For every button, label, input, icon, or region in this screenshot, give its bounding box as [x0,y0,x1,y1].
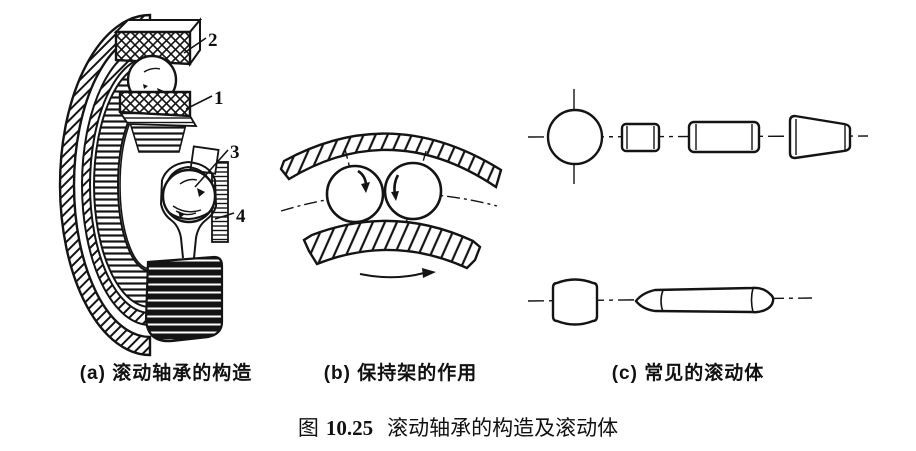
outer-race-band [279,132,503,189]
outer-ring-surface-band [58,13,152,357]
panel-a-bearing-structure-drawing: 2 1 3 4 [58,13,246,357]
part-label-2: 2 [208,30,218,51]
figure-caption-prefix: 图 [297,416,319,440]
cylindrical-roller-shape [620,122,661,153]
part-label-3: 3 [230,142,240,163]
caption-panel-c: (c) 常见的滚动体 [611,363,765,384]
barrel-roller-shape [551,278,599,326]
inner-ring-section-block [118,90,198,127]
panel-b-cage-function-drawing [279,132,503,279]
part-label-4: 4 [236,206,246,227]
cage-ball [161,168,217,224]
rotation-direction-arrow [359,268,436,279]
part-labels [183,37,235,220]
figure-caption-title: 滚动轴承的构造及滚动体 [387,416,619,440]
bottom-section-block [144,255,224,343]
inner-race-band [302,219,482,270]
ball-shape [546,89,604,184]
figure-caption-number: 10.25 [325,416,374,440]
ball-rotation-arrows [357,169,400,201]
tapered-roller-shape [788,114,852,160]
ball-right [383,161,443,221]
part-label-1: 1 [214,88,224,109]
long-cylindrical-roller-shape [687,120,761,154]
pitch-centerline [280,192,498,212]
caption-panel-b: (b) 保持架的作用 [323,363,478,384]
ball-left [325,164,385,224]
long-needle-roller-shape [634,286,775,314]
caption-panel-a: (a) 滚动轴承的构造 [79,363,253,384]
outer-ring-section-block [113,17,203,68]
panel-c-rolling-elements-drawing [527,89,869,326]
